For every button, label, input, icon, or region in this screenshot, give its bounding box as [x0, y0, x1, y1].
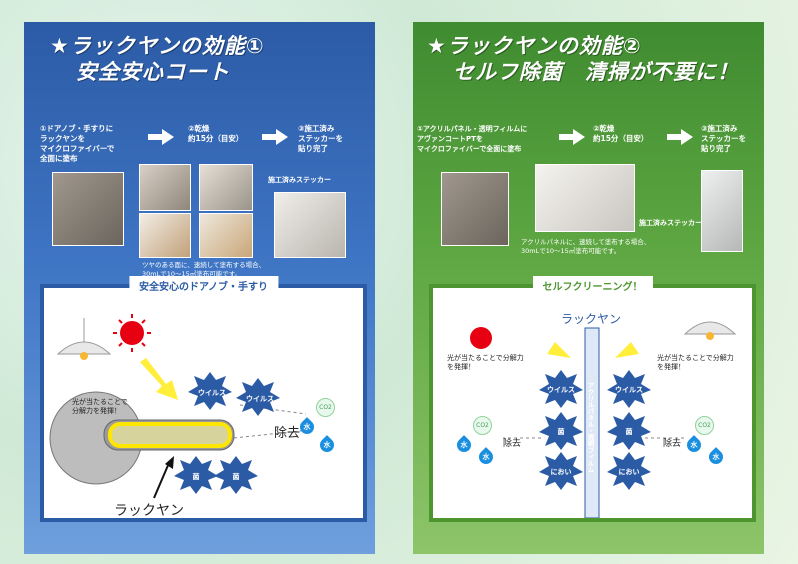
water-label: 水 — [690, 441, 698, 449]
odor-label: におい — [550, 468, 572, 476]
removal-label: 除去 — [503, 439, 522, 449]
arrow-icon — [667, 129, 693, 145]
box-title: セルフクリーニング！ — [532, 276, 653, 295]
germ-label: 菌 — [232, 473, 240, 481]
bulb-icon — [706, 332, 714, 340]
water-label: 水 — [712, 453, 720, 461]
virus-label: ウイルス — [246, 395, 274, 403]
virus-icon — [188, 372, 232, 410]
water-drop-icon: 水 — [706, 447, 726, 467]
left-panel: ★ラックヤンの効能① 安全安心コート ①ドアノブ・手すりに ラックヤンを マイク… — [24, 22, 375, 554]
odor-label: におい — [618, 468, 640, 476]
germ-label: 菌 — [625, 428, 633, 436]
water-label: 水 — [482, 453, 490, 461]
bulb-icon — [80, 352, 88, 360]
left-title-line1: ★ラックヤンの効能① — [50, 34, 265, 58]
virus-icon — [236, 378, 280, 416]
sticker-label: 施工済みステッカー — [639, 219, 702, 227]
light-arrow-icon — [517, 334, 571, 358]
virus-label: ウイルス — [547, 386, 575, 394]
germ-label: 菌 — [557, 428, 565, 436]
right-title-line1: ★ラックヤンの効能② — [427, 34, 642, 58]
germ-icon — [539, 412, 583, 450]
removal-label: 除去 — [274, 426, 301, 441]
water-drop-icon: 水 — [297, 417, 317, 437]
left-step-3: ③施工済み ステッカーを 貼り完了 — [298, 124, 343, 153]
cloth-photo — [52, 172, 124, 246]
water-drop-icon: 水 — [317, 435, 337, 455]
product-label: ラックヤン — [561, 312, 622, 326]
cloth-photo — [441, 172, 509, 246]
handrail-photo — [199, 213, 253, 258]
handrail-photo — [139, 213, 191, 258]
self-cleaning-diagram — [470, 321, 737, 518]
doorknob-photo — [199, 164, 253, 211]
right-panel: ★ラックヤンの効能② セルフ除菌 清掃が不要に！ ①アクリルパネル・透明フィルム… — [413, 22, 764, 554]
acrylic-panel-icon — [584, 327, 600, 518]
left-step-2: ②乾燥 約15分（目安） — [188, 124, 244, 143]
lamp-icon — [683, 321, 737, 335]
odor-icon — [607, 452, 651, 490]
water-label: 水 — [460, 441, 468, 449]
arrow-icon — [262, 129, 288, 145]
right-step-3: ③施工済み ステッカーを 貼り完了 — [701, 124, 746, 153]
left-step-1: ①ドアノブ・手すりに ラックヤンを マイクロファイバーで 全面に塗布 — [40, 124, 115, 163]
germ-icon — [174, 456, 218, 494]
water-label: 水 — [303, 423, 311, 431]
light-text: 光が当たることで 分解力を発揮！ — [72, 398, 128, 415]
pointer-arrow-icon — [153, 462, 170, 499]
removal-label: 除去 — [663, 439, 682, 449]
water-drop-icon: 水 — [454, 435, 474, 455]
panel-wiping-photo — [535, 164, 635, 232]
sticker-photo — [274, 192, 346, 258]
right-caption: アクリルパネルに、速続して塗布する場合、 30mLで10～15㎡塗布可能です。 — [521, 238, 651, 255]
sun-icon — [470, 327, 492, 349]
germ-icon — [607, 412, 651, 450]
coated-handle-icon — [108, 422, 232, 448]
doorknob-explanation-box: 安全安心のドアノブ・手すり — [40, 276, 367, 522]
water-drop-icon: 水 — [476, 447, 496, 467]
doorknob-photo — [139, 164, 191, 211]
co2-icon: CO2 — [316, 398, 335, 417]
light-arrow-icon — [140, 358, 178, 400]
germ-label: 菌 — [192, 473, 200, 481]
virus-label: ウイルス — [615, 386, 643, 394]
virus-icon — [607, 370, 651, 408]
product-label: ラックヤン — [114, 503, 184, 519]
water-label: 水 — [323, 441, 331, 449]
arrow-icon — [148, 129, 174, 145]
light-text-left: 光が当たることで分解力 を発揮！ — [447, 354, 524, 371]
odor-icon — [539, 452, 583, 490]
co2-icon: CO2 — [473, 416, 492, 435]
right-title-line2: セルフ除菌 清掃が不要に！ — [453, 60, 739, 84]
co2-icon: CO2 — [695, 416, 714, 435]
germ-icon — [214, 456, 258, 494]
right-step-1: ①アクリルパネル・透明フィルムに アヴァンコートPTを マイクロファイバーで全面… — [417, 125, 528, 153]
lamp-icon — [56, 341, 112, 355]
virus-icon — [539, 370, 583, 408]
arrow-icon — [559, 129, 585, 145]
box-title: 安全安心のドアノブ・手すり — [128, 276, 279, 295]
light-arrow-icon — [615, 334, 669, 358]
light-text-right: 光が当たることで分解力 を発揮！ — [657, 354, 734, 371]
left-caption: ツヤのある面に、速続して塗布する場合、 30mLで10～15㎡塗布可能です。 — [142, 261, 266, 278]
right-step-2: ②乾燥 約15分（目安） — [593, 124, 649, 143]
virus-label: ウイルス — [198, 389, 226, 397]
water-drop-icon: 水 — [684, 435, 704, 455]
self-cleaning-box: セルフクリーニング！ ラックヤン アクリルパネル・透明フィルム 光が当たることで… — [429, 276, 756, 522]
sun-rays-icon — [113, 314, 151, 352]
sticker-photo — [701, 170, 743, 252]
doorknob-diagram — [49, 314, 310, 499]
sticker-label: 施工済みステッカー — [268, 176, 331, 184]
sun-icon — [120, 321, 144, 345]
left-title-line2: 安全安心コート — [76, 60, 230, 84]
panel-label: アクリルパネル・透明フィルム — [586, 382, 594, 473]
